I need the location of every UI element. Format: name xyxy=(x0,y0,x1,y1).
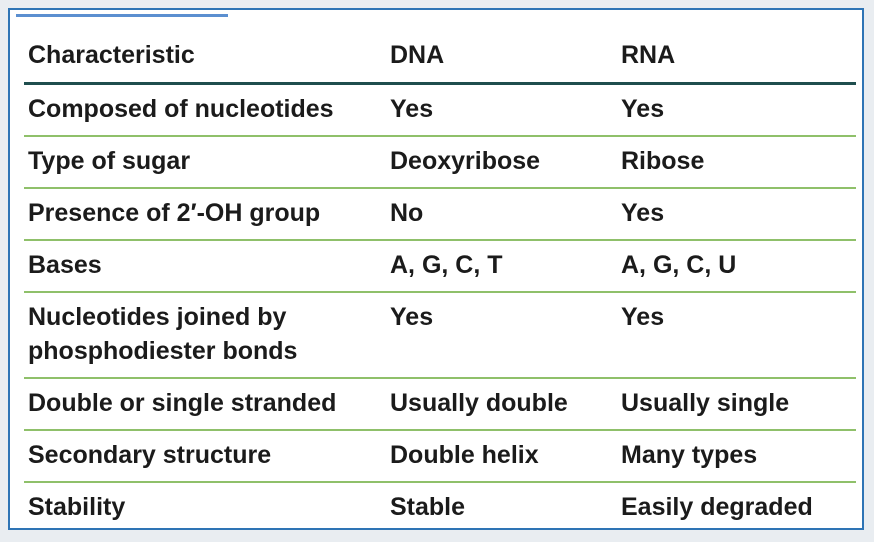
table-row: Type of sugar Deoxyribose Ribose xyxy=(24,136,856,189)
table-row: Bases A, G, C, T A, G, C, U xyxy=(24,240,856,293)
dna-cell: A, G, C, T xyxy=(390,240,621,293)
dna-cell: Yes xyxy=(390,83,621,137)
rna-cell: Yes xyxy=(621,292,856,379)
rna-cell: Easily degraded xyxy=(621,493,813,521)
rna-cell: A, G, C, U xyxy=(621,240,856,293)
characteristic-cell: Bases xyxy=(24,240,390,293)
characteristic-text-line-2: phosphodiester bonds xyxy=(28,337,298,365)
dna-cell: Deoxyribose xyxy=(390,136,621,189)
characteristic-text: Type of sugar xyxy=(28,147,191,175)
table-row: Stability Stable Easily degraded xyxy=(24,482,856,533)
characteristic-cell: Type of sugar xyxy=(24,136,390,189)
rna-cell: Yes xyxy=(621,188,856,241)
table-row: Double or single stranded Usually double… xyxy=(24,378,856,431)
comparison-table: Characteristic DNA RNA Composed of nucle… xyxy=(24,32,856,533)
characteristic-cell: Secondary structure xyxy=(24,430,390,483)
characteristic-text: Stability xyxy=(28,493,126,521)
dna-cell: Stable xyxy=(390,493,466,521)
characteristic-cell: Stability xyxy=(24,482,390,533)
characteristic-text: Composed of nucleotides xyxy=(28,95,334,123)
characteristic-cell: Double or single stranded xyxy=(24,378,390,431)
header-row: Characteristic DNA RNA xyxy=(24,32,856,85)
table-frame: Characteristic DNA RNA Composed of nucle… xyxy=(8,8,864,530)
table-body: Composed of nucleotides Yes Yes Type of … xyxy=(24,83,856,534)
characteristic-text-line-1: Nucleotides joined by xyxy=(28,303,287,331)
characteristic-cell: Nucleotides joined by phosphodiester bon… xyxy=(24,292,390,379)
header-characteristic: Characteristic xyxy=(24,32,390,85)
table-row: Presence of 2′-OH group No Yes xyxy=(24,188,856,241)
header-dna: DNA xyxy=(390,32,621,85)
table-row: Composed of nucleotides Yes Yes xyxy=(24,83,856,137)
characteristic-text: Secondary structure xyxy=(28,441,272,469)
characteristic-cell: Presence of 2′-OH group xyxy=(24,188,390,241)
characteristic-text: Double or single stranded xyxy=(28,389,337,417)
characteristic-text: Presence of 2′-OH group xyxy=(28,199,321,227)
rna-cell: Many types xyxy=(621,430,856,483)
top-accent-bar xyxy=(16,14,228,17)
dna-cell: Yes xyxy=(390,292,621,379)
rna-cell: Ribose xyxy=(621,136,856,189)
table-header: Characteristic DNA RNA xyxy=(24,32,856,85)
rna-cell: Yes xyxy=(621,83,856,137)
table-row: Nucleotides joined by phosphodiester bon… xyxy=(24,292,856,379)
table-row: Secondary structure Double helix Many ty… xyxy=(24,430,856,483)
rna-cell: Usually single xyxy=(621,378,856,431)
characteristic-text: Bases xyxy=(28,251,102,279)
header-rna: RNA xyxy=(621,32,856,85)
dna-cell: Double helix xyxy=(390,430,621,483)
characteristic-cell: Composed of nucleotides xyxy=(24,83,390,137)
dna-cell: No xyxy=(390,188,621,241)
dna-cell: Usually double xyxy=(390,378,621,431)
